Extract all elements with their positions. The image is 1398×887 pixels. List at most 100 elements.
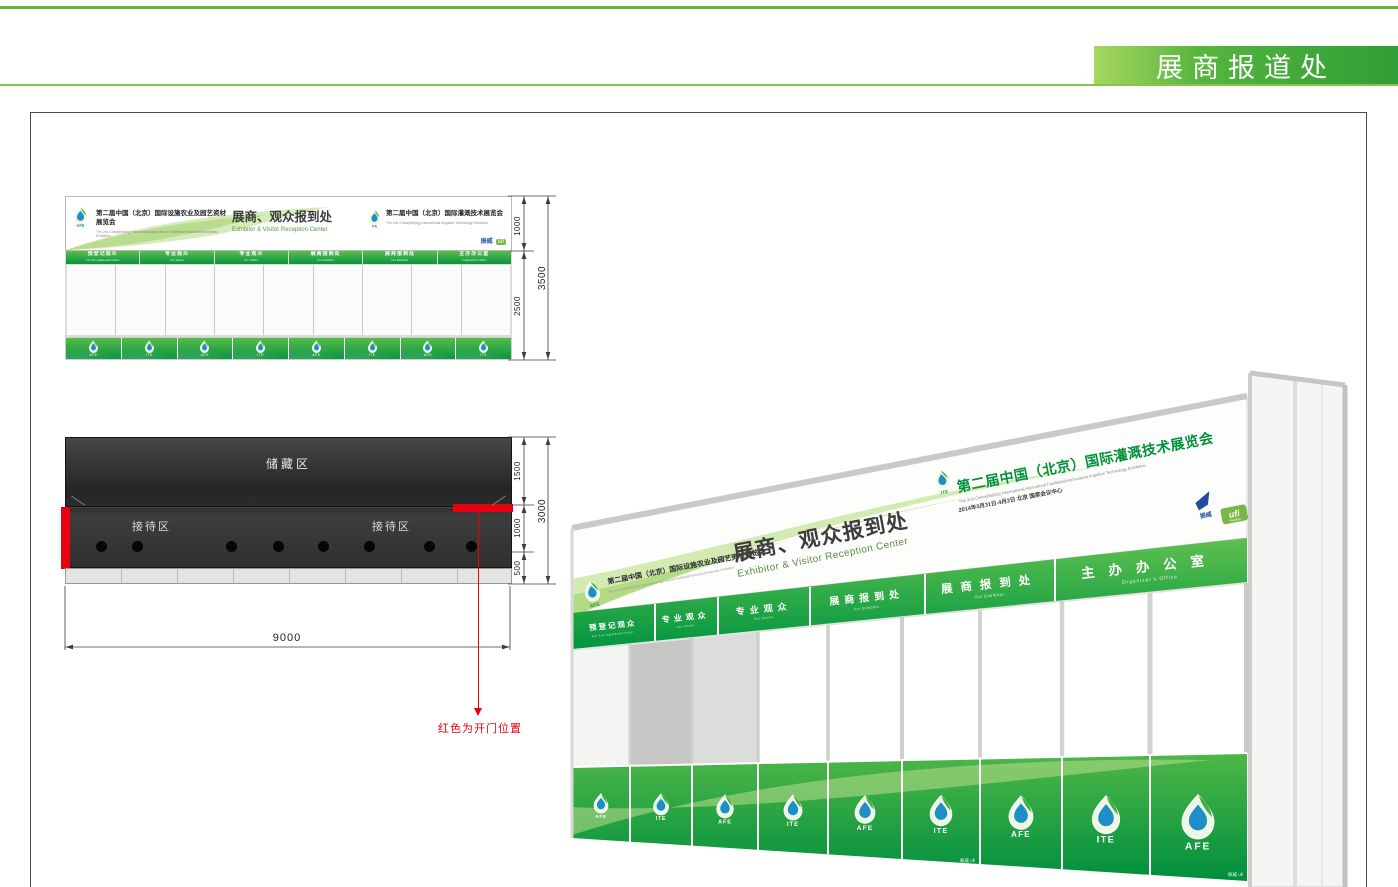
plan-width-dimension: 9000 <box>64 586 511 650</box>
band-section-en: Organizer's Office <box>1122 574 1178 586</box>
door-opening-left <box>61 507 70 569</box>
door-opening-right <box>453 504 513 512</box>
ite-logo-icon: ITE <box>933 468 951 496</box>
elevation-logo-strip: AFE ITE AFE ITE AFE ITE AFE ITE <box>65 337 512 360</box>
counter-bay <box>461 265 510 335</box>
panel-logo: AFE <box>1008 795 1034 839</box>
zhenwei-logo-icon: 振威 <box>1195 491 1213 520</box>
dim-9000: 9000 <box>273 632 301 644</box>
dim-3500: 3500 <box>537 266 548 290</box>
elevation-section: 展商报到处 For Exhibitor <box>363 251 437 264</box>
counter-bay <box>165 265 214 335</box>
band-section-en: For Pre-registered Visitor <box>592 630 634 638</box>
panel-logo: AFE <box>1181 794 1215 852</box>
section-label-en: For Exhibitor <box>317 258 335 262</box>
door-note-arrow-icon <box>474 708 482 716</box>
counter-leg-dot <box>273 541 284 552</box>
elevation-right-title-block: 第二届中国（北京）国际灌溉技术展览会 The 2nd China(Beijing… <box>386 210 504 225</box>
elevation-section: 专业观众 For Visitor <box>140 251 214 264</box>
dim-1000: 1000 <box>513 518 522 538</box>
plan-divider <box>66 506 511 507</box>
elevation-section: 展商报到处 For Exhibitor <box>288 251 363 264</box>
elevation-section: 预登记观众 For Pre-registered Visitor <box>66 251 140 264</box>
ufi-member-label: Member <box>1230 517 1242 523</box>
panel-logo: AFE <box>854 795 876 832</box>
panel-logo: AFE <box>716 794 734 825</box>
elevation-main-subtitle: Exhibitor & Visitor Reception Center <box>232 227 328 233</box>
zhenwei-logo-label: 振威 <box>1199 510 1212 520</box>
section-label-cn: 展商报到处 <box>310 251 341 257</box>
plan-dimensions: 1500 1000 500 3000 <box>508 436 556 585</box>
afe-logo-label: AFE <box>76 223 84 228</box>
logo-panel: AFE <box>289 338 344 359</box>
partner-logos: 振威 ufi <box>481 236 506 245</box>
logo-panel: AFE <box>66 338 121 359</box>
partner-mark: 振威 ufi <box>1228 871 1243 878</box>
section-label-en: For Exhibitor <box>391 258 409 262</box>
panel-logo: ITE <box>929 794 953 835</box>
booth-section-band: 预登记观众 For Pre-registered Visitor 专业观众 Fo… <box>572 538 1247 650</box>
logo-panel: ITE <box>121 338 177 359</box>
ufi-logo-icon: ufi <box>495 239 506 245</box>
storage-area-label: 储藏区 <box>265 457 311 471</box>
door-note: 红色为开门位置 <box>438 723 522 735</box>
panel-logo: AFE <box>593 793 609 819</box>
drop-logo-icon <box>256 340 266 353</box>
ite-logo-icon: ITE <box>368 209 381 228</box>
counter-leg-dot <box>424 541 435 552</box>
logo-label: ITE <box>257 353 265 357</box>
logo-label: ITE <box>480 353 488 357</box>
elevation-section: 专业观众 For Visitor <box>214 251 288 264</box>
elevation-fascia: AFE 第二届中国（北京）国际设施农业及园艺资材展览会 The 2nd Chin… <box>65 196 512 251</box>
ite-logo-label: ITE <box>372 224 378 228</box>
band-section-en: For Visitor <box>754 615 773 621</box>
band-section-en: For Visitor <box>677 623 696 629</box>
elevation-counter-bays <box>65 264 512 337</box>
title-banner: 展商报道处 <box>1094 46 1398 84</box>
corner-mark <box>71 495 85 506</box>
counter-bay <box>264 265 313 335</box>
drop-logo-icon <box>479 340 489 353</box>
section-label-cn: 专业观众 <box>164 251 189 257</box>
afe-logo-icon: AFE <box>74 206 87 228</box>
counter-leg-dot <box>318 541 329 552</box>
panel-logo-label: AFE <box>1011 830 1031 839</box>
band-section-cn: 预登记观众 <box>589 618 637 633</box>
counter-leg-dot <box>132 541 143 552</box>
counter-bay <box>116 265 165 335</box>
logo-panel: AFE <box>177 338 233 359</box>
section-label-cn: 专业观众 <box>239 251 264 257</box>
drop-logo-icon <box>88 340 98 353</box>
ite-logo-label: ITE <box>940 489 949 496</box>
dim-500: 500 <box>513 561 522 576</box>
elevation-right-subtitle: The 2nd China(Beijing) International Irr… <box>386 220 489 225</box>
elevation-main-title-block: 展商、观众报到处 Exhibitor & Visitor Reception C… <box>232 206 382 233</box>
section-label-cn: 主办办公室 <box>459 251 490 257</box>
header-rule <box>0 84 1398 86</box>
drop-logo-icon <box>423 340 433 353</box>
panel-logo-label: AFE <box>857 825 874 832</box>
render-3d: AFE 第二届中国（北京）国际设施农业及园艺资材展览会 The 2nd Chin… <box>570 370 1348 887</box>
dim-2500: 2500 <box>513 296 522 316</box>
elevation-dimensions: 1000 2500 3500 <box>508 195 556 361</box>
panel-logo: ITE <box>783 794 803 828</box>
panel-logo: ITE <box>653 793 669 822</box>
afe-logo-icon: AFE <box>582 579 602 610</box>
elevation-right-title: 第二届中国（北京）国际灌溉技术展览会 <box>386 210 503 217</box>
logo-panel: ITE <box>456 338 511 359</box>
logo-panel: ITE <box>233 338 288 359</box>
counter-bay <box>313 265 362 335</box>
counter-bay <box>67 265 116 335</box>
counter-bay <box>214 265 264 335</box>
panel-logo-label: ITE <box>787 822 799 828</box>
panel-logo-label: ITE <box>1097 835 1116 845</box>
dim-1000: 1000 <box>513 216 522 236</box>
afe-logo-label: AFE <box>589 602 601 610</box>
dim-3000: 3000 <box>537 499 548 523</box>
panel-logo: ITE <box>1091 795 1121 845</box>
logo-label: AFE <box>312 353 321 357</box>
panel-swoosh-decoration <box>572 759 1210 835</box>
panel-logo-label: AFE <box>1185 840 1211 852</box>
logo-label: AFE <box>423 353 433 357</box>
